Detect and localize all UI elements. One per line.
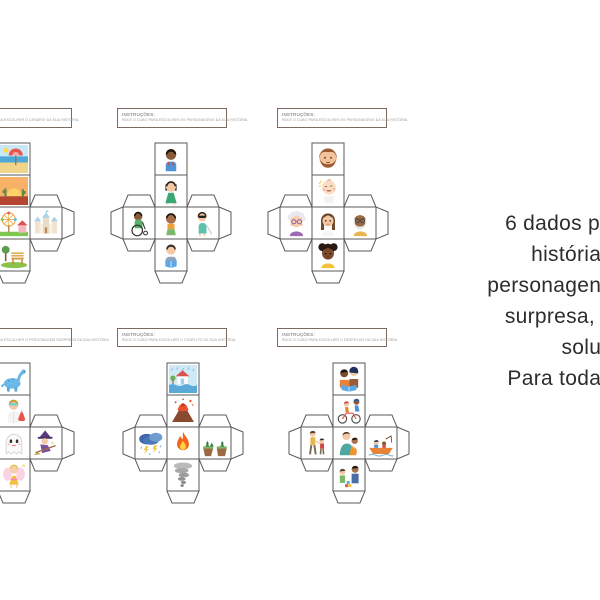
dice-net-personagem-surpresa <box>0 362 75 504</box>
storm-cloud-icon <box>139 432 163 456</box>
dice-net-conflito <box>122 362 244 504</box>
instructions-text: ROLE O CUBO PARA ESCOLHER O PERSONAGEM S… <box>0 338 110 342</box>
bike-ride-icon <box>337 398 361 424</box>
glue-tab <box>134 414 168 428</box>
dice-net-cenario <box>0 142 75 284</box>
instructions-box-desfecho: INSTRUÇÕES:ROLE O CUBO PARA ESCOLHER O D… <box>277 328 399 347</box>
instructions-text: ROLE O CUBO PARA ESCOLHER O CONFLITO DA … <box>122 338 237 342</box>
description-text-line: soluç <box>561 336 600 359</box>
instructions-box-cenario: INSTRUÇÕES:ROLE O CUBO PARA ESCOLHER O C… <box>0 108 80 128</box>
volcano-icon <box>172 398 194 422</box>
instructions-label: INSTRUÇÕES: <box>0 112 67 117</box>
beach-icon <box>0 145 28 173</box>
fire-icon <box>177 431 189 451</box>
girl-blind-icon <box>197 211 213 237</box>
description-text-line: Para todas <box>507 367 600 390</box>
glue-tab <box>300 414 334 428</box>
tornado-icon <box>173 462 193 487</box>
dice-net-personagens-criancas <box>110 142 232 284</box>
instructions-box-personagens-criancas: INSTRUÇÕES:ROLE O CUBO PARA ESCOLHER OS … <box>117 108 249 128</box>
park-icon <box>0 245 28 269</box>
glue-tab <box>332 490 366 504</box>
grandma-icon <box>287 210 306 237</box>
dice-face <box>332 394 366 428</box>
description-text-line: 6 dados pa <box>505 212 600 235</box>
reading-together-icon <box>339 366 359 392</box>
description-text-line: histórias <box>531 243 600 266</box>
glue-tab <box>396 426 410 460</box>
dice-net-personagens-familia <box>267 142 389 284</box>
description-text-line: surpresa, c <box>504 305 600 328</box>
instructions-box-personagem-surpresa: INSTRUÇÕES:ROLE O CUBO PARA ESCOLHER O P… <box>0 328 110 347</box>
instructions-text: ROLE O CUBO PARA ESCOLHER O CENÁRIO DA S… <box>0 118 80 122</box>
baby-icon <box>318 179 336 204</box>
boy-icon <box>165 148 177 172</box>
girl-afro-icon <box>318 243 338 269</box>
glue-tab <box>29 194 63 208</box>
dice-face <box>364 426 398 460</box>
glue-tab <box>364 414 398 428</box>
glue-tab <box>29 458 63 472</box>
glue-tab <box>61 426 75 460</box>
dice-net-desfecho <box>288 362 410 504</box>
glue-tab <box>0 490 31 504</box>
instructions-text: ROLE O CUBO PARA ESCOLHER O DESFECHO DA … <box>282 338 399 342</box>
glue-tab <box>364 458 398 472</box>
instructions-box-conflito: INSTRUÇÕES:ROLE O CUBO PARA ESCOLHER O C… <box>117 328 237 347</box>
glue-tab <box>122 194 156 208</box>
woman-icon <box>321 213 335 237</box>
dice-face <box>300 426 334 460</box>
grandpa-icon <box>353 215 367 237</box>
instructions-box-personagens-familia: INSTRUÇÕES:ROLE O CUBO PARA ESCOLHER OS … <box>277 108 409 128</box>
instructions-label: INSTRUÇÕES: <box>122 111 155 117</box>
boy-reading-icon <box>165 244 177 268</box>
glue-tab <box>122 426 136 460</box>
glue-tab <box>186 194 220 208</box>
ghost-icon <box>5 433 23 455</box>
description-text-line: personagens <box>487 274 600 297</box>
playing-toys-icon <box>339 465 359 488</box>
fairground-icon <box>0 211 28 237</box>
glue-tab <box>288 426 302 460</box>
boat-fishing-icon <box>368 435 394 457</box>
girl-green-icon <box>165 181 177 205</box>
instructions-label: INSTRUÇÕES: <box>282 331 315 337</box>
girl-orange-icon <box>165 213 177 236</box>
instructions-text: ROLE O CUBO PARA ESCOLHER OS PERSONAGENS… <box>282 118 409 122</box>
glue-tab <box>134 458 168 472</box>
glue-tab <box>230 426 244 460</box>
glue-tab <box>300 458 334 472</box>
instructions-text: ROLE O CUBO PARA ESCOLHER OS PERSONAGENS… <box>122 118 249 122</box>
hug-icon <box>339 431 358 456</box>
dice-face <box>198 426 232 460</box>
glue-tab <box>166 490 200 504</box>
glue-tab <box>29 414 63 428</box>
instructions-label: INSTRUÇÕES: <box>282 111 315 117</box>
earthquake-icon <box>203 440 227 457</box>
walking-icon <box>309 430 325 455</box>
scientist-icon <box>7 399 26 424</box>
man-beard-icon <box>319 148 337 168</box>
dinosaur-icon <box>0 369 26 392</box>
desert-icon <box>0 177 28 205</box>
glue-tab <box>279 194 313 208</box>
glue-tab <box>343 194 377 208</box>
glue-tab <box>198 414 232 428</box>
instructions-label: INSTRUÇÕES: <box>122 331 155 337</box>
flood-house-icon <box>169 365 197 393</box>
castle-icon <box>34 210 58 234</box>
witch-icon <box>33 430 56 456</box>
boy-wheelchair-icon <box>131 211 149 237</box>
fairy-icon <box>3 464 26 489</box>
glue-tab <box>198 458 232 472</box>
